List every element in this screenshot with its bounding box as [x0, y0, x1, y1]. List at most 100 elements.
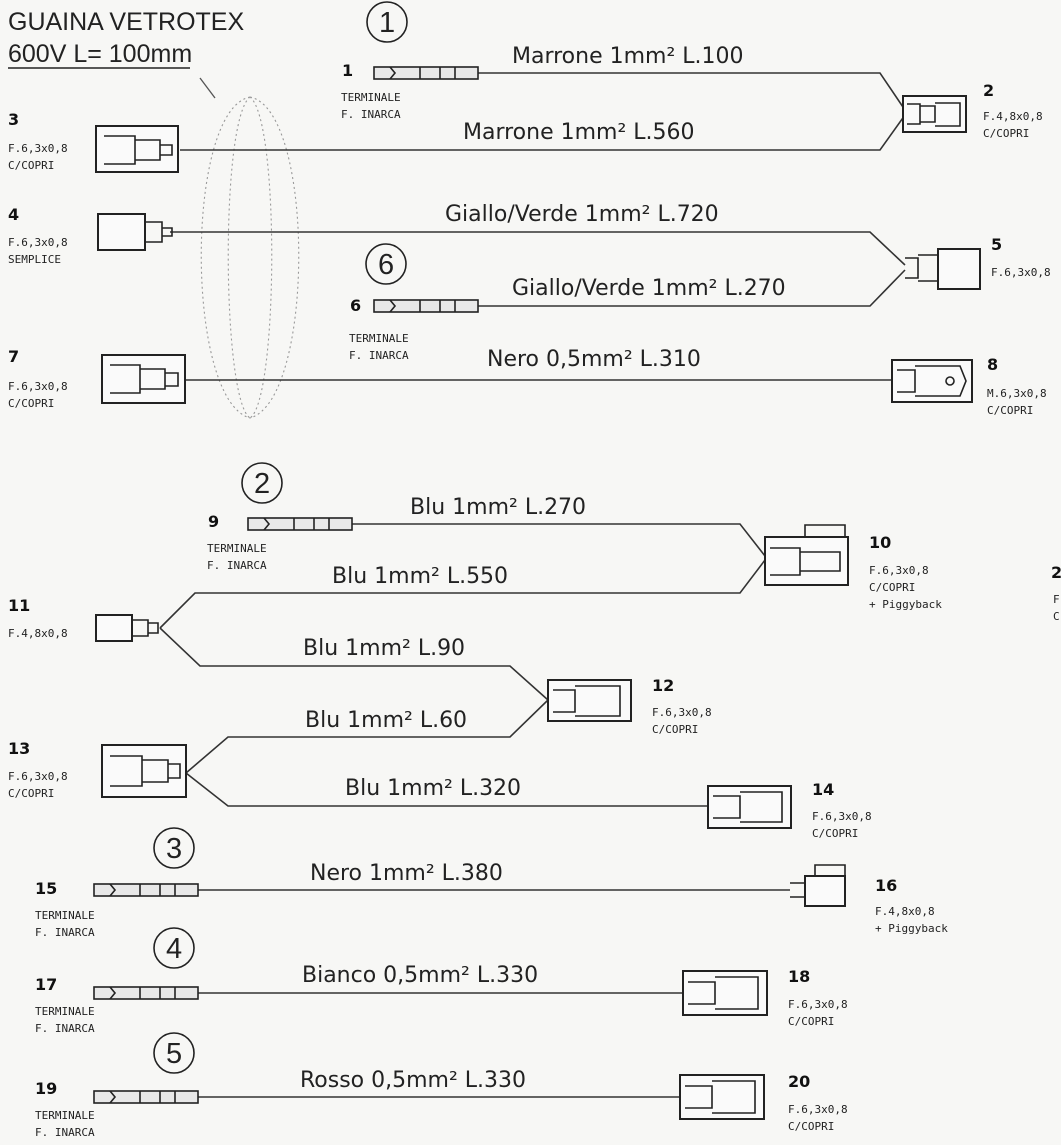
- wire-blu-320: [185, 772, 708, 807]
- svg-text:3: 3: [166, 833, 182, 865]
- connector-8-label: 8 M.6,3x0,8 C/COPRI: [987, 355, 1047, 417]
- svg-text:TERMINALE: TERMINALE: [35, 1005, 95, 1018]
- connector-18-icon: [682, 970, 768, 1016]
- svg-text:5: 5: [991, 235, 1002, 254]
- svg-text:M.6,3x0,8: M.6,3x0,8: [987, 387, 1047, 400]
- wire-label-marrone-560: Marrone 1mm² L.560: [463, 120, 695, 145]
- svg-text:TERMINALE: TERMINALE: [35, 1109, 95, 1122]
- wire-marrone-560: [180, 114, 906, 151]
- connector-4-icon: [97, 213, 173, 251]
- sheath-pointer: [199, 77, 216, 99]
- wire-label-blu-320: Blu 1mm² L.320: [345, 776, 521, 801]
- svg-text:C/COPRI: C/COPRI: [812, 827, 858, 840]
- wire-label-bianco-330: Bianco 0,5mm² L.330: [302, 963, 538, 988]
- connector-3-icon: [95, 125, 179, 173]
- svg-text:F. INARCA: F. INARCA: [35, 926, 95, 939]
- connector-10-label: 10 F.6,3x0,8 C/COPRI + Piggyback: [869, 533, 942, 611]
- connector-2-label: 2 F.4,8x0,8 C/COPRI: [983, 81, 1043, 140]
- wire-blu-60: [185, 699, 549, 774]
- svg-text:F.6,3x0,8: F.6,3x0,8: [8, 770, 68, 783]
- group-marker-3: 3: [153, 827, 195, 869]
- svg-text:2: 2: [983, 81, 994, 100]
- svg-text:TERMINALE: TERMINALE: [35, 909, 95, 922]
- wire-label-nero-310: Nero 0,5mm² L.310: [487, 347, 701, 372]
- svg-text:8: 8: [987, 355, 998, 374]
- group-marker-4: 4: [153, 927, 195, 969]
- svg-text:TERMINALE: TERMINALE: [341, 91, 401, 104]
- svg-text:F. INARCA: F. INARCA: [341, 108, 401, 121]
- wire-label-blu-90: Blu 1mm² L.90: [303, 636, 465, 661]
- connector-18-label: 18 F.6,3x0,8 C/COPRI: [788, 967, 848, 1028]
- wire-label-nero-380: Nero 1mm² L.380: [310, 861, 503, 886]
- wire-label-rosso-330: Rosso 0,5mm² L.330: [300, 1068, 526, 1093]
- svg-text:SEMPLICE: SEMPLICE: [8, 253, 61, 266]
- svg-text:C/COPRI: C/COPRI: [983, 127, 1029, 140]
- svg-text:6: 6: [350, 296, 361, 315]
- svg-text:C/COPRI: C/COPRI: [8, 397, 54, 410]
- terminal-1-icon: [373, 66, 479, 80]
- svg-text:13: 13: [8, 739, 30, 758]
- svg-text:1: 1: [342, 61, 353, 80]
- connector-7-icon: [101, 354, 186, 404]
- sheath-length: 600V L= 100mm: [8, 40, 192, 68]
- svg-text:4: 4: [166, 933, 182, 965]
- svg-text:F.6,3x0,8: F.6,3x0,8: [869, 564, 929, 577]
- svg-text:9: 9: [208, 512, 219, 531]
- svg-text:4: 4: [8, 205, 19, 224]
- svg-text:12: 12: [652, 676, 674, 695]
- svg-text:6: 6: [378, 249, 394, 281]
- wire-gialloverde-720: [170, 231, 906, 266]
- connector-12-icon: [547, 679, 632, 722]
- svg-text:C: C: [1053, 610, 1060, 623]
- wire-gialloverde-270: [478, 269, 906, 307]
- connector-3-label: 3 F.6,3x0,8 C/COPRI: [8, 110, 68, 172]
- svg-text:F. INARCA: F. INARCA: [349, 349, 409, 362]
- svg-text:F.6,3x0,8: F.6,3x0,8: [788, 998, 848, 1011]
- svg-text:F. INARCA: F. INARCA: [35, 1126, 95, 1139]
- connector-9-label: 9 TERMINALE F. INARCA: [207, 512, 267, 572]
- svg-text:F.4,8x0,8: F.4,8x0,8: [983, 110, 1043, 123]
- svg-text:TERMINALE: TERMINALE: [207, 542, 267, 555]
- connector-14-label: 14 F.6,3x0,8 C/COPRI: [812, 780, 872, 840]
- svg-text:+ Piggyback: + Piggyback: [869, 598, 942, 611]
- wire-label-gialloverde-720: Giallo/Verde 1mm² L.720: [445, 202, 719, 227]
- connector-20-icon: [679, 1074, 765, 1120]
- connector-5-label: 5 F.6,3x0,8: [991, 235, 1051, 279]
- svg-text:1: 1: [379, 7, 395, 39]
- svg-text:15: 15: [35, 879, 57, 898]
- connector-11-icon: [95, 614, 159, 642]
- svg-text:F.6,3x0,8: F.6,3x0,8: [788, 1103, 848, 1116]
- svg-text:17: 17: [35, 975, 57, 994]
- svg-text:14: 14: [812, 780, 834, 799]
- svg-text:10: 10: [869, 533, 891, 552]
- wire-label-marrone-100: Marrone 1mm² L.100: [512, 44, 744, 69]
- connector-5-icon: [905, 248, 981, 290]
- svg-text:F.6,3x0,8: F.6,3x0,8: [812, 810, 872, 823]
- group-marker-2: 2: [241, 462, 283, 504]
- connector-7-label: 7 F.6,3x0,8 C/COPRI: [8, 347, 68, 410]
- wire-label-blu-60: Blu 1mm² L.60: [305, 708, 467, 733]
- connector-11-label: 11 F.4,8x0,8: [8, 596, 68, 640]
- terminal-17-icon: [93, 986, 199, 1000]
- svg-text:C/COPRI: C/COPRI: [987, 404, 1033, 417]
- wire-blu-550: [159, 559, 766, 629]
- svg-text:TERMINALE: TERMINALE: [349, 332, 409, 345]
- svg-text:7: 7: [8, 347, 19, 366]
- connector-16-icon: [790, 864, 846, 907]
- wire-label-blu-270: Blu 1mm² L.270: [410, 495, 586, 520]
- connector-15-label: 15 TERMINALE F. INARCA: [35, 879, 95, 939]
- wire-blu-270: [352, 523, 766, 557]
- svg-text:20: 20: [788, 1072, 810, 1091]
- svg-text:F.4,8x0,8: F.4,8x0,8: [875, 905, 935, 918]
- wire-marrone-100: [478, 72, 906, 111]
- svg-text:F.6,3x0,8: F.6,3x0,8: [8, 142, 68, 155]
- cutoff-connector-label: 2 F C: [1051, 563, 1061, 623]
- terminal-6-icon: [373, 299, 479, 313]
- terminal-9-icon: [247, 517, 353, 531]
- svg-text:F.4,8x0,8: F.4,8x0,8: [8, 627, 68, 640]
- group-marker-5: 5: [153, 1032, 195, 1074]
- connector-1-label: 1 TERMINALE F. INARCA: [341, 61, 401, 121]
- connector-6-label: 6 TERMINALE F. INARCA: [349, 296, 409, 362]
- wire-label-gialloverde-270: Giallo/Verde 1mm² L.270: [512, 276, 786, 301]
